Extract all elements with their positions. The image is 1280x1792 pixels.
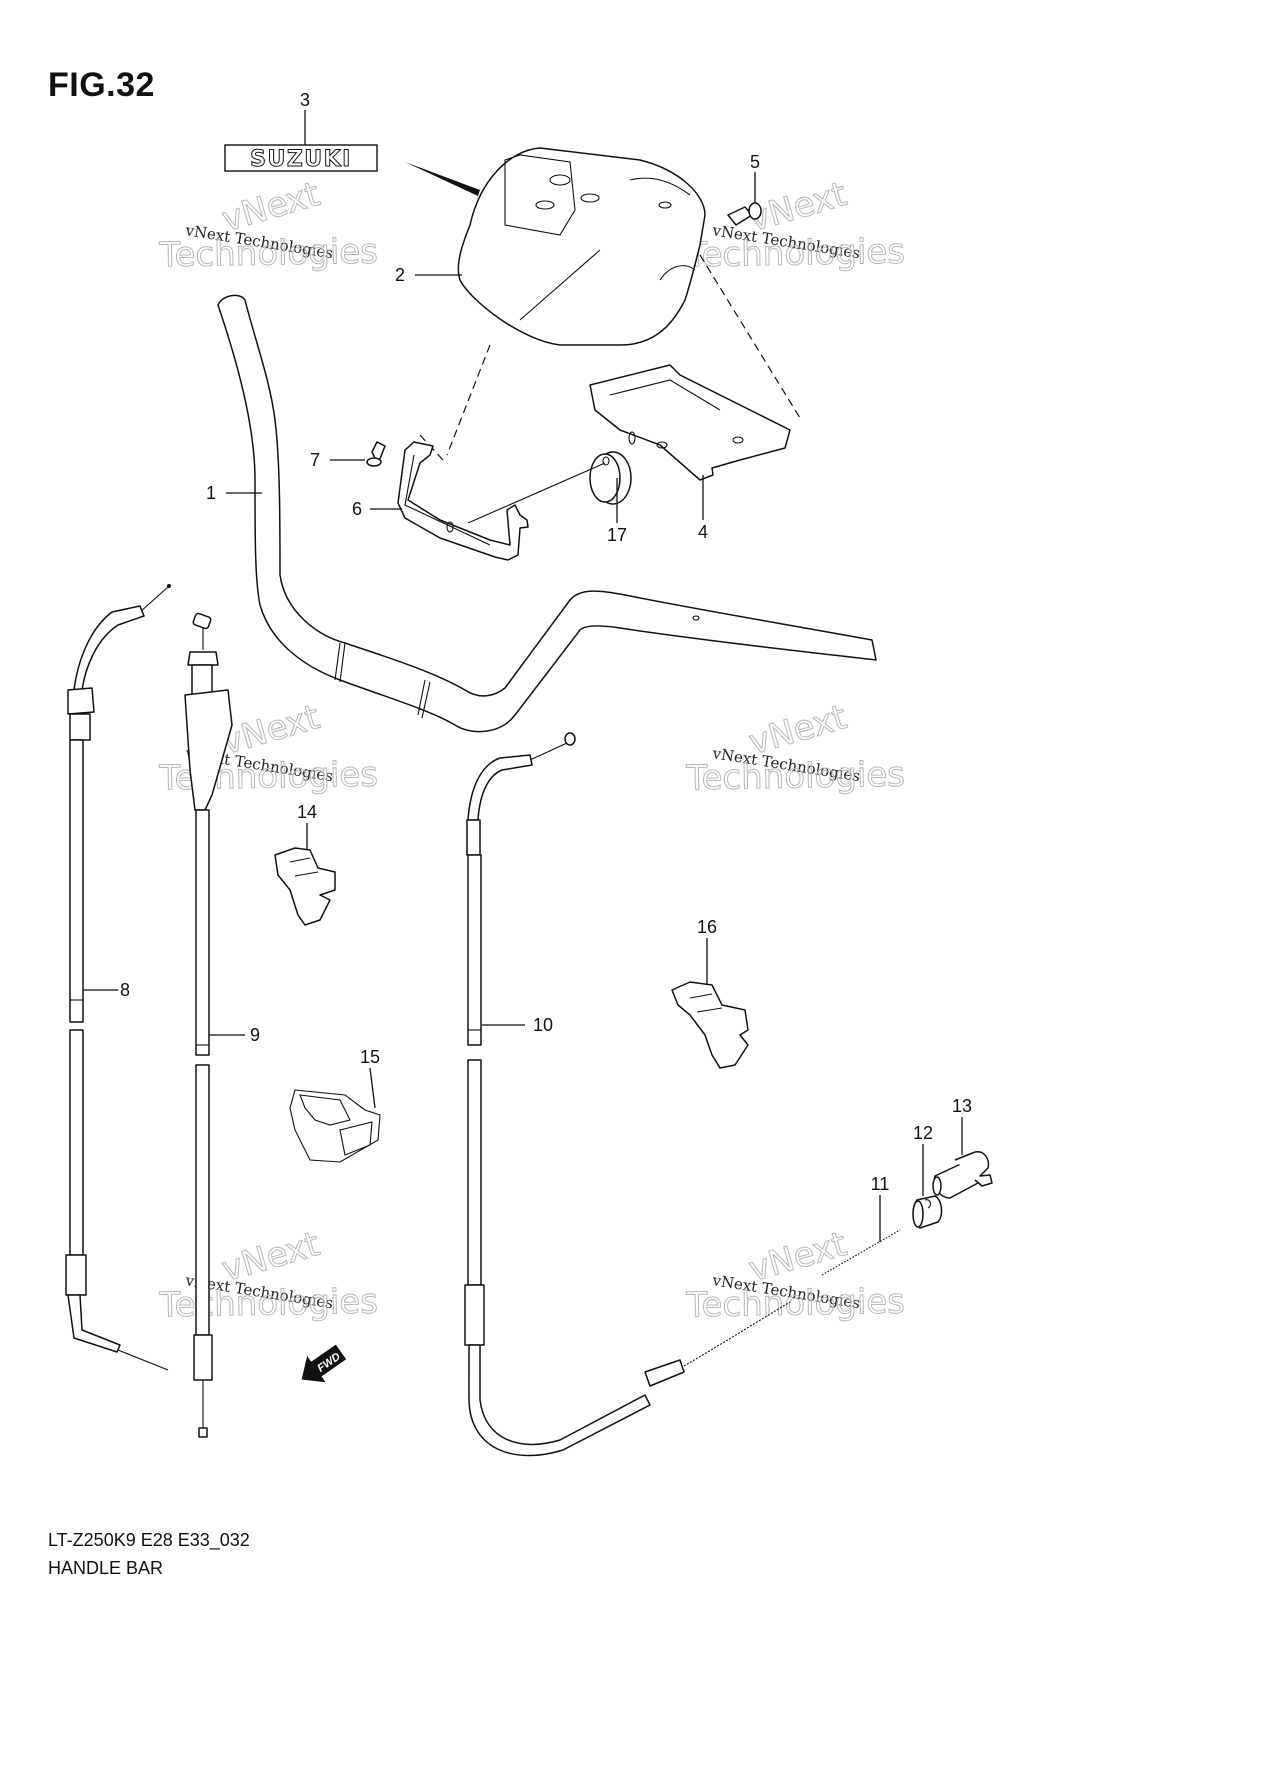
callout-16: 16	[697, 917, 717, 937]
part-15-wire-clamp: 15	[289, 1047, 381, 1163]
fwd-direction-marker: FWD	[301, 1344, 347, 1383]
callout-8: 8	[120, 980, 130, 1000]
watermark-big-2: Technologies	[685, 232, 905, 276]
part-2-handlebar-cover: 2	[395, 147, 706, 346]
section-name: HANDLE BAR	[48, 1558, 164, 1578]
part-8-cable: 8	[65, 584, 171, 1371]
watermark-top-left: vNext vNext Technologies Technologies	[158, 174, 379, 276]
part-1-handlebar: 1	[206, 294, 877, 733]
watermark-bottom-right: vNext vNext Technologies Technologies	[685, 1224, 906, 1326]
callout-14: 14	[297, 802, 317, 822]
part-17-cushion: 17	[467, 451, 632, 545]
watermark-bottom-left: vNext vNext Technologies Technologies	[158, 1224, 379, 1326]
watermark-big-2: Technologies	[158, 232, 378, 276]
part-13-end-pin: 13	[932, 1096, 993, 1199]
callout-13: 13	[952, 1096, 972, 1116]
part-14-clamp: 14	[274, 802, 336, 926]
callout-2: 2	[395, 265, 405, 285]
watermark-mid-right: vNext vNext Technologies Technologies	[685, 697, 906, 799]
callout-11: 11	[871, 1174, 890, 1194]
part-10-brake-cable: 10	[464, 732, 791, 1457]
callout-15: 15	[360, 1047, 380, 1067]
watermark-big-2: Technologies	[158, 1282, 378, 1326]
assembly-line	[446, 344, 491, 456]
part-16-clamp: 16	[671, 917, 749, 1069]
callout-6: 6	[352, 499, 362, 519]
model-code: LT-Z250K9 E28 E33_032	[48, 1530, 250, 1550]
emblem-text: SUZUKI	[250, 147, 352, 172]
callout-17: 17	[607, 525, 627, 545]
part-9-throttle-cable: 9	[184, 612, 260, 1438]
part-4-bracket: 4	[589, 364, 791, 542]
callout-9: 9	[250, 1025, 260, 1045]
watermark-big-2: Technologies	[685, 755, 905, 799]
emblem-arrow	[405, 162, 480, 196]
callout-5: 5	[750, 152, 760, 172]
figure-title: FIG.32	[48, 66, 155, 104]
assembly-line	[699, 254, 801, 419]
part-3-emblem: SUZUKI 3	[224, 90, 378, 173]
callout-1: 1	[206, 483, 216, 503]
part-7-screw: 7	[310, 441, 386, 470]
callout-4: 4	[698, 522, 708, 542]
callout-7: 7	[310, 450, 320, 470]
callout-10: 10	[533, 1015, 553, 1035]
watermark-big-2: Technologies	[685, 1282, 905, 1326]
callout-12: 12	[913, 1123, 933, 1143]
watermark-top-right: vNext vNext Technologies Technologies	[685, 174, 906, 276]
part-5-screw: 5	[727, 152, 762, 226]
part-12-joint: 12	[912, 1123, 943, 1229]
part-11-spring: 11	[821, 1174, 901, 1276]
part-6-lower-bracket: 6	[352, 441, 529, 561]
callout-3: 3	[300, 90, 310, 110]
